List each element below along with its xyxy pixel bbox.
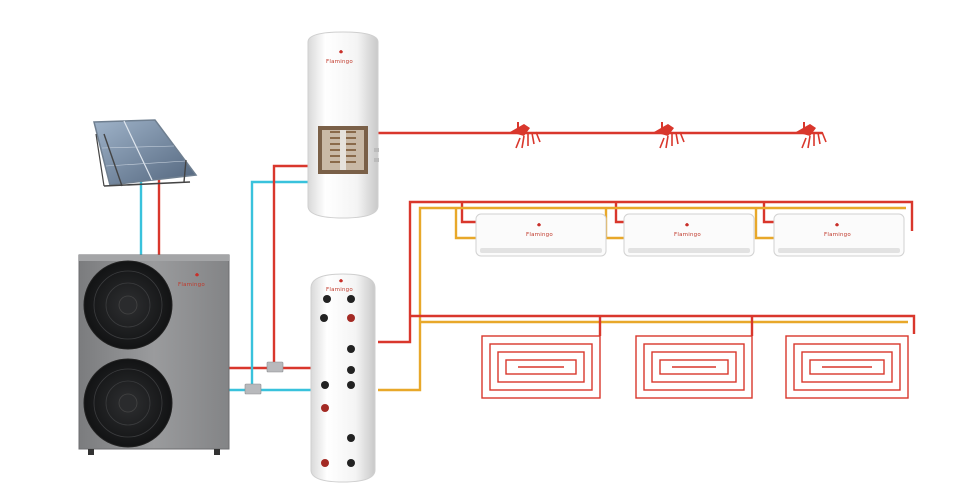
- fan-coil-logo: Flamingo: [674, 232, 701, 238]
- flamingo-logo-icon: [339, 50, 343, 54]
- pipe-network: [139, 131, 916, 392]
- wall-mounted-fan-coil-icon: Flamingo: [623, 213, 755, 257]
- fan-coil-hot-line: [378, 200, 914, 344]
- flamingo-logo-icon: [339, 279, 343, 283]
- heat-pump-outdoor-unit-icon: Flamingo: [78, 254, 230, 455]
- fan-coils: Flamingo Flamingo Flamingo: [475, 213, 905, 257]
- tee-fitting-cold: [244, 383, 262, 395]
- shower-head-icon: [796, 122, 827, 149]
- floor-heating-loop-icon: [785, 335, 909, 399]
- flamingo-logo-icon: [195, 273, 199, 277]
- hot-water-cylinder-icon: Flamingo: [307, 31, 379, 219]
- fan-coil-return-drop-1: [454, 208, 478, 240]
- shower-heads: [510, 122, 827, 149]
- heat-pump-fan-upper-icon: [83, 260, 173, 350]
- fan-coil-logo: Flamingo: [824, 232, 851, 238]
- solar-panel-icon: [93, 119, 198, 187]
- flamingo-logo-icon: [685, 223, 689, 227]
- pipe-tee-fittings: [244, 361, 284, 395]
- buffer-tank-port-icons: [320, 295, 355, 467]
- dhw-cold-riser: [250, 180, 310, 388]
- fan-coil-logo: Flamingo: [526, 232, 553, 238]
- floor-heating: [481, 335, 909, 399]
- flamingo-logo-icon: [835, 223, 839, 227]
- heat-pump-fan-lower-icon: [83, 358, 173, 448]
- fan-coil-return-line: [378, 206, 906, 392]
- flamingo-logo-icon: [537, 223, 541, 227]
- tee-fitting-hot: [266, 361, 284, 373]
- heat-pump-logo: Flamingo: [178, 282, 205, 288]
- dhw-tank-logo: Flamingo: [326, 59, 353, 65]
- wall-mounted-fan-coil-icon: Flamingo: [773, 213, 905, 257]
- floor-hot-line: [410, 314, 916, 334]
- buffer-tank-icon: Flamingo: [310, 273, 376, 483]
- shower-head-icon: [510, 122, 541, 149]
- fan-coil-return-drop-3: [754, 208, 778, 240]
- dhw-hot-riser: [272, 164, 310, 366]
- dhw-tank-cutaway-coil-icon: [318, 126, 368, 174]
- wall-mounted-fan-coil-icon: Flamingo: [475, 213, 607, 257]
- floor-heating-loop-icon: [481, 335, 601, 399]
- shower-head-icon: [654, 122, 685, 149]
- floor-heating-loop-icon: [635, 335, 753, 399]
- buffer-tank-logo: Flamingo: [326, 287, 353, 293]
